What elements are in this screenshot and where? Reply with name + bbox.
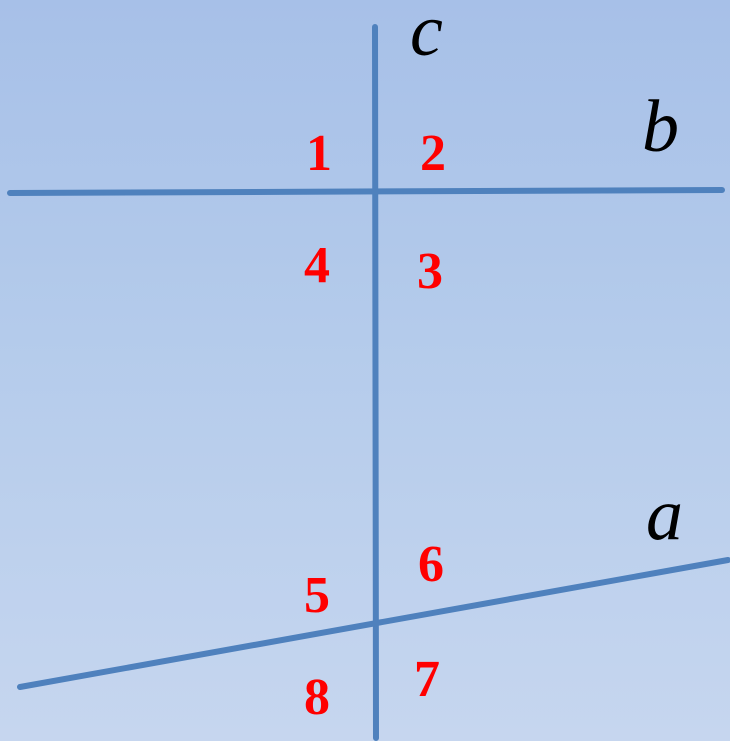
line-a (17, 557, 730, 690)
label-a: a (646, 474, 683, 556)
angle-1: 1 (306, 125, 332, 182)
angle-3: 3 (417, 243, 443, 300)
angle-8: 8 (304, 669, 330, 726)
label-c: c (410, 0, 443, 72)
line-b (7, 187, 725, 196)
label-b: b (642, 86, 679, 168)
angle-7: 7 (414, 651, 440, 708)
line-c (372, 24, 379, 741)
angle-2: 2 (420, 125, 446, 182)
angle-4: 4 (304, 237, 330, 294)
angle-6: 6 (418, 536, 444, 593)
angle-5: 5 (304, 567, 330, 624)
